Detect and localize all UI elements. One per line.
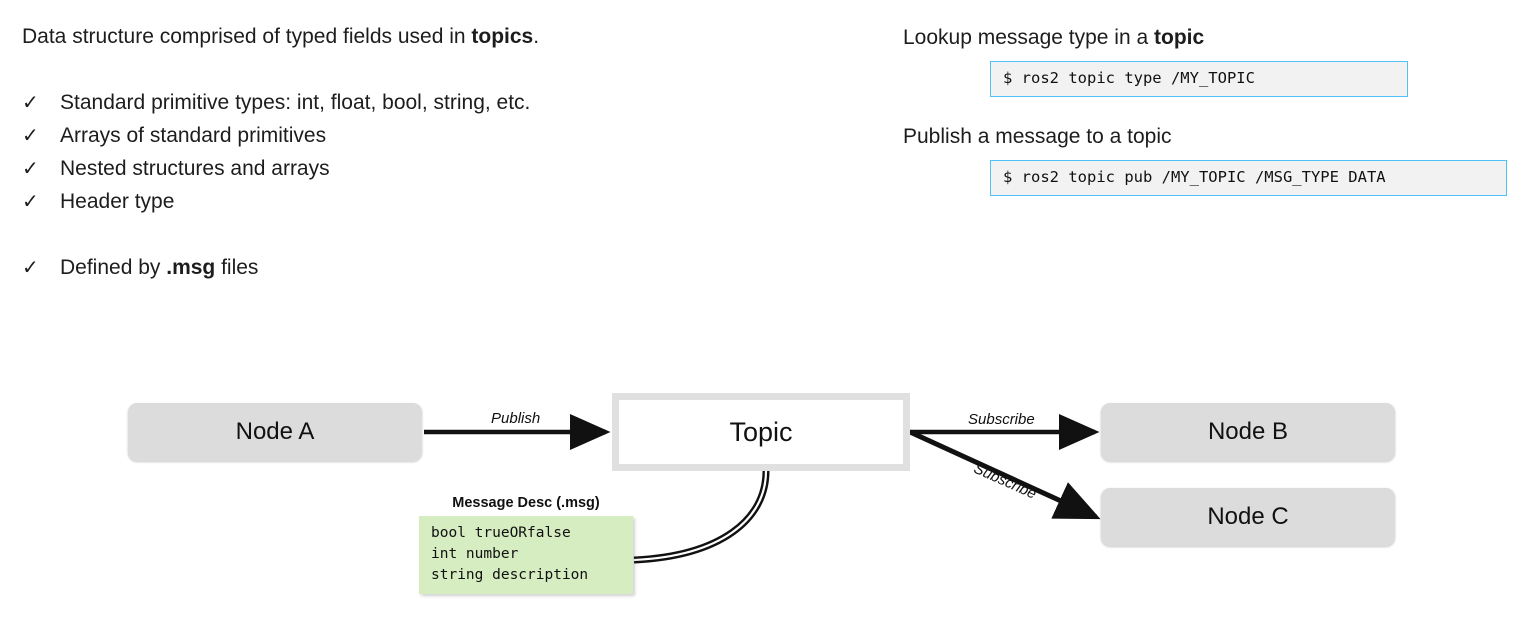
checkmark-icon: ✓ — [22, 125, 39, 147]
intro-paragraph: Data structure comprised of typed fields… — [22, 24, 882, 50]
bullet-label: Standard primitive types: int, float, bo… — [60, 91, 531, 114]
defined-suffix: files — [215, 256, 259, 279]
msg-field-line: bool trueORfalse — [431, 525, 571, 541]
list-item: ✓ Header type — [22, 185, 882, 218]
node-c-label: Node C — [1207, 503, 1289, 530]
defined-bold-msg: .msg — [166, 256, 216, 279]
concept-text-column: Data structure comprised of typed fields… — [22, 24, 882, 284]
defined-by-bullet-group: ✓ Defined by .msg files — [22, 251, 882, 284]
node-b-label: Node B — [1207, 418, 1289, 445]
message-desc-title: Message Desc (.msg) — [452, 495, 600, 511]
node-a-box[interactable]: Node A — [128, 403, 422, 461]
checkmark-icon: ✓ — [22, 257, 39, 279]
node-b-box[interactable]: Node B — [1101, 403, 1395, 461]
list-item: ✓ Nested structures and arrays — [22, 152, 882, 185]
bullet-label: Defined by .msg files — [60, 251, 258, 284]
topic-box[interactable]: Topic — [612, 393, 910, 471]
message-desc-connector-inner — [633, 470, 768, 562]
feature-bullet-list: ✓ Standard primitive types: int, float, … — [22, 86, 882, 284]
lookup-heading-bold-topic: topic — [1154, 26, 1205, 49]
intro-suffix: . — [533, 25, 540, 48]
list-item: ✓ Arrays of standard primitives — [22, 119, 882, 152]
topic-label: Topic — [729, 416, 793, 447]
checkmark-icon: ✓ — [22, 92, 39, 114]
bullet-label: Header type — [60, 190, 175, 213]
msg-field-line: int number — [431, 546, 519, 562]
intro-prefix: Data structure comprised of typed fields… — [22, 25, 472, 48]
bullet-label: Arrays of standard primitives — [60, 124, 327, 147]
lookup-command-box[interactable]: $ ros2 topic type /MY_TOPIC — [990, 61, 1408, 97]
node-c-box[interactable]: Node C — [1101, 488, 1395, 546]
lookup-heading-prefix: Lookup message type in a — [903, 26, 1154, 49]
command-reference-column: Lookup message type in a topic $ ros2 to… — [903, 24, 1513, 196]
list-item: ✓ Defined by .msg files — [22, 251, 882, 284]
msg-field-line: string description — [431, 567, 589, 583]
defined-prefix: Defined by — [60, 256, 167, 279]
publish-command-block: Publish a message to a topic $ ros2 topi… — [903, 123, 1513, 196]
publish-edge-label: Publish — [491, 410, 541, 427]
publish-heading: Publish a message to a topic — [903, 125, 1172, 148]
bullet-label: Nested structures and arrays — [60, 157, 330, 180]
checkmark-icon: ✓ — [22, 191, 39, 213]
message-desc-connector-outer — [633, 470, 770, 564]
subscribe-b-edge-label: Subscribe — [968, 411, 1035, 428]
intro-bold-topics: topics — [471, 25, 534, 48]
node-a-label: Node A — [235, 418, 315, 445]
publish-command-box[interactable]: $ ros2 topic pub /MY_TOPIC /MSG_TYPE DAT… — [990, 160, 1507, 196]
message-desc-box: bool trueORfalse int number string descr… — [419, 516, 633, 594]
subscribe-c-edge-label: Subscribe — [971, 460, 1039, 503]
list-item: ✓ Standard primitive types: int, float, … — [22, 86, 882, 119]
checkmark-icon: ✓ — [22, 158, 39, 180]
lookup-heading: Lookup message type in a topic — [903, 24, 1513, 52]
lookup-command-block: Lookup message type in a topic $ ros2 to… — [903, 24, 1513, 97]
